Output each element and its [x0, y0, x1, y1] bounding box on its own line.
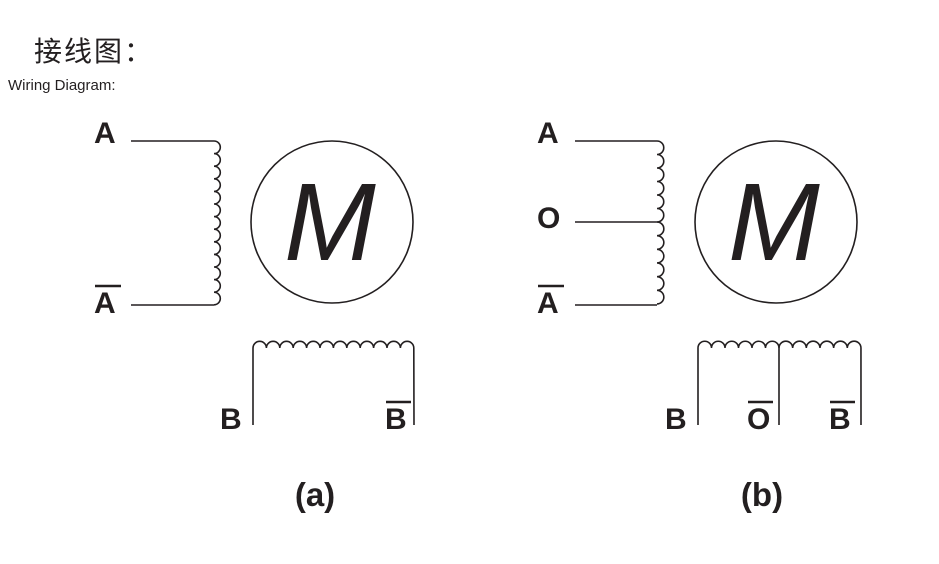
winding-b-left	[697, 340, 780, 425]
terminal-o-label: O	[537, 202, 560, 235]
motor-circle-b	[694, 140, 858, 304]
caption-b: (b)	[741, 476, 783, 513]
terminal-a-bar-label: A	[94, 287, 116, 320]
winding-b-right	[778, 340, 862, 426]
winding-a-upper	[656, 140, 665, 223]
diagram-b: A O A M B O B (b)	[537, 117, 862, 513]
motor-circle-a	[250, 140, 414, 304]
title-english: Wiring Diagram:	[8, 77, 116, 94]
motor-symbol-a: M	[284, 161, 376, 284]
terminal-o-bar-label: O	[747, 403, 770, 436]
winding-a-lower	[656, 221, 665, 305]
terminal-a-label: A	[537, 117, 559, 150]
diagram-a: A A M B B (a)	[94, 117, 415, 513]
title-chinese: 接线图：	[34, 35, 155, 68]
terminal-b-bar-label: B	[385, 403, 407, 436]
terminal-b-bar-label: B	[829, 403, 851, 436]
terminal-a-bar-label: A	[537, 287, 559, 320]
terminal-b-label: B	[665, 403, 687, 436]
caption-a: (a)	[295, 476, 335, 513]
winding-b	[252, 340, 415, 426]
winding-a	[213, 140, 222, 306]
motor-symbol-b: M	[728, 161, 820, 284]
terminal-b-label: B	[220, 403, 242, 436]
terminal-a-label: A	[94, 117, 116, 150]
